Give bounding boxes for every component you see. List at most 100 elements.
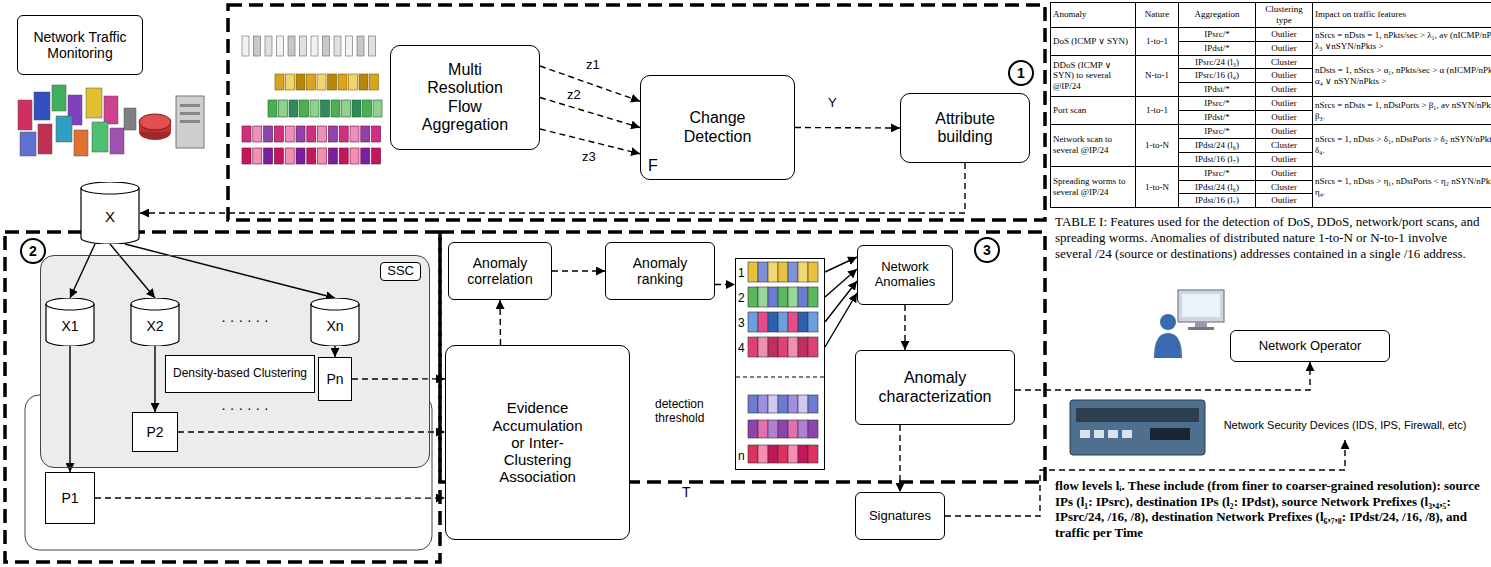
table-row: IPdst/*Outlier	[1051, 111, 1491, 125]
traffic-packet	[110, 128, 124, 154]
table-cell: IPdst/16 (l₇)	[1179, 152, 1256, 166]
table-cell: 1-to-N	[1136, 166, 1179, 208]
flow-bar	[778, 395, 788, 413]
table-cell: Outlier	[1256, 41, 1313, 55]
device-port	[1094, 430, 1104, 438]
flow-bar	[307, 74, 316, 90]
table-cell-text: Outlier	[1271, 43, 1297, 53]
flow-bar	[788, 445, 798, 463]
box-label: P1	[61, 490, 78, 506]
table-cell-text: nSrcs = 1, nDsts > δ₁, nDstPorts > δ₂ nS…	[1315, 134, 1491, 155]
flow-bar	[328, 148, 337, 164]
traffic-packet	[92, 122, 108, 152]
flow-bar	[778, 445, 788, 463]
box-label: Anomaly ranking	[613, 255, 708, 287]
connector	[154, 346, 155, 412]
edge-label: z3	[580, 150, 598, 165]
callout-circle: 3	[974, 237, 1000, 263]
flow-bar	[242, 148, 251, 164]
flow-bar	[778, 287, 788, 307]
partition-box: Pn	[318, 357, 352, 401]
callout-circle: 1	[1008, 60, 1034, 86]
flow-bar	[768, 395, 778, 413]
table-cell-text: IPdst/*	[1204, 84, 1230, 94]
device-port	[1108, 430, 1118, 438]
cylinder-label: X	[105, 200, 115, 225]
flow-bar	[372, 126, 381, 142]
server-icon	[180, 112, 200, 115]
flow-bar	[788, 395, 798, 413]
flow-bar	[778, 337, 788, 357]
rank-number: 2	[738, 290, 745, 306]
table-cell: IPsrc/*	[1179, 166, 1256, 180]
flow-bar	[758, 262, 768, 282]
flow-bar	[748, 337, 758, 357]
flow-bar	[279, 100, 288, 117]
box-sublabel: F	[648, 157, 658, 175]
cylinder-rim	[46, 304, 94, 310]
flow-bar	[274, 126, 283, 142]
table-cell-text: Port scan	[1053, 105, 1086, 115]
callout-number: 3	[983, 242, 991, 258]
table-cell-text: Outlier	[1271, 29, 1297, 39]
server-icon	[176, 96, 204, 148]
subspace-fill	[40, 255, 430, 468]
box-label: Signatures	[869, 509, 931, 524]
cylinder-label: Xn	[326, 310, 343, 334]
table-body: AnomalyNatureAggregationClustering typeI…	[1051, 3, 1491, 208]
connector	[70, 244, 95, 298]
rank-number: 1	[738, 265, 745, 281]
flow-bar	[808, 445, 818, 463]
flow-bar	[296, 148, 305, 164]
process-box: Attribute building	[900, 93, 1030, 163]
traffic-packet	[20, 132, 36, 156]
table-row: Spreading worms to several @IP/241-to-NI…	[1051, 166, 1491, 180]
ellipsis-dots: · · · · · ·	[190, 312, 300, 328]
flow-bar	[370, 74, 379, 90]
table-cell: N-to-1	[1136, 55, 1179, 97]
table-header: Clustering type	[1265, 4, 1303, 25]
connector	[125, 244, 335, 298]
rank-number: 4	[738, 340, 745, 356]
table-cell-text: Outlier	[1271, 84, 1297, 94]
table-cell: IPsrc/*	[1179, 97, 1256, 111]
box-label: Anomaly characterization	[865, 369, 1005, 406]
box-label: Pn	[326, 371, 343, 387]
partition-box: P1	[45, 472, 95, 524]
connector	[825, 293, 857, 347]
flow-bar	[296, 126, 305, 142]
table-cell-text: IPsrc/*	[1204, 98, 1230, 108]
connector	[95, 497, 445, 499]
flow-bar	[328, 74, 337, 90]
table-cell: Anomaly	[1051, 3, 1136, 28]
table-row: Port scan1-to-1IPsrc/*OutliernSrcs = nDs…	[1051, 97, 1491, 111]
note-label: detection threshold	[655, 398, 730, 426]
connector	[334, 346, 335, 357]
flow-bar	[296, 74, 305, 90]
flow-bar	[361, 148, 370, 164]
flow-bar	[331, 100, 340, 117]
table-cell-text: Cluster	[1271, 182, 1297, 192]
flow-bar	[748, 287, 758, 307]
table-cell: IPsrc/16 (l₄)	[1179, 69, 1256, 83]
table-cell-text: IPsrc/*	[1204, 168, 1230, 178]
flow-bar	[788, 312, 798, 332]
cylinder-rim	[311, 304, 359, 310]
table-cell-text: DDoS (ICMP ∨ SYN) to several @IP/24	[1053, 60, 1111, 92]
flow-bar	[350, 148, 359, 164]
table-cell: Clustering type	[1256, 3, 1313, 28]
table-cell: Outlier	[1256, 152, 1313, 166]
flow-bar	[339, 126, 348, 142]
cylinder-body	[131, 298, 179, 346]
table-cell: Network scan to several @IP/24	[1051, 125, 1136, 167]
flow-bar	[285, 126, 294, 142]
table-cell: nDsts = 1, nSrcs > α₁, nPkts/sec > α (nI…	[1313, 55, 1491, 97]
process-box: Anomaly ranking	[605, 242, 715, 300]
flow-bar	[373, 100, 382, 117]
flow-bar	[798, 262, 808, 282]
flow-bar	[808, 262, 818, 282]
flow-bar	[307, 126, 316, 142]
table-cell: Cluster	[1256, 138, 1313, 152]
feature-table: AnomalyNatureAggregationClustering typeI…	[1050, 2, 1488, 208]
cylinder-label: X1	[61, 310, 78, 334]
